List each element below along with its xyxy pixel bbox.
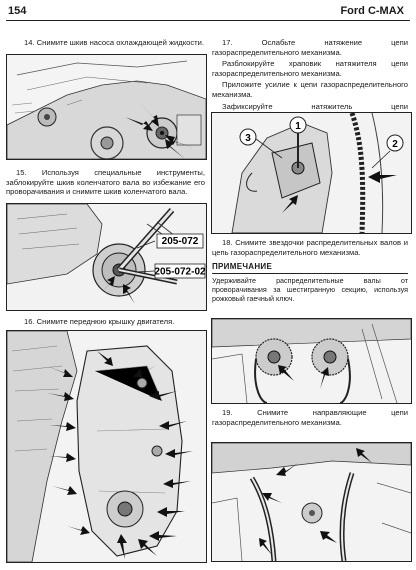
figure-step-14 bbox=[6, 54, 207, 160]
step-17-para-3: Приложите усилие к цепи газораспределите… bbox=[212, 80, 408, 99]
step-14-text: 14. Снимите шкив насоса охлаждающей жидк… bbox=[24, 38, 204, 47]
page-header: 154 Ford C-MAX bbox=[0, 0, 416, 26]
chain-guides-illustration bbox=[212, 443, 411, 561]
engine-front-cover-illustration bbox=[7, 331, 206, 562]
callout-3: 3 bbox=[245, 133, 251, 144]
step-18-text: 18. Снимите звездочки распределительных … bbox=[212, 238, 408, 257]
step-19-text: 19. Снимите направляющие цепи газораспре… bbox=[212, 408, 408, 427]
figure-step-19 bbox=[211, 442, 412, 562]
step-15-text: 15. Используя специальные инструменты, з… bbox=[6, 168, 205, 197]
callout-2: 2 bbox=[392, 139, 398, 150]
page-number: 154 bbox=[8, 5, 27, 17]
step-17-para-1: 17. Ослабьте натяжение цепи газораспреде… bbox=[212, 38, 408, 57]
tool-label-205-072-02: 205-072-02 bbox=[154, 267, 206, 278]
step-16-text: 16. Снимите переднюю крышку двигателя. bbox=[24, 317, 175, 326]
crankshaft-pulley-lock-illustration: 205-072 205-072-02 bbox=[7, 204, 206, 310]
timing-chain-tensioner-illustration: 3 1 2 bbox=[212, 113, 411, 233]
callout-1: 1 bbox=[295, 121, 301, 132]
figure-step-17: 3 1 2 bbox=[211, 112, 412, 234]
figure-step-15: 205-072 205-072-02 bbox=[6, 203, 207, 311]
figure-step-16 bbox=[6, 330, 207, 563]
tool-label-205-072: 205-072 bbox=[162, 236, 199, 247]
note-text: Удерживайте распределительные валы от пр… bbox=[212, 276, 408, 303]
running-title: Ford C-MAX bbox=[340, 5, 404, 17]
note-heading: ПРИМЕЧАНИЕ bbox=[212, 262, 273, 271]
note-divider bbox=[212, 273, 408, 274]
camshaft-sprockets-illustration bbox=[212, 319, 411, 403]
engine-pump-pulley-illustration bbox=[7, 55, 206, 159]
figure-step-18 bbox=[211, 318, 412, 404]
step-17-para-2: Разблокируйте храповик натяжителя цепи г… bbox=[212, 59, 408, 78]
header-rule bbox=[6, 20, 410, 21]
